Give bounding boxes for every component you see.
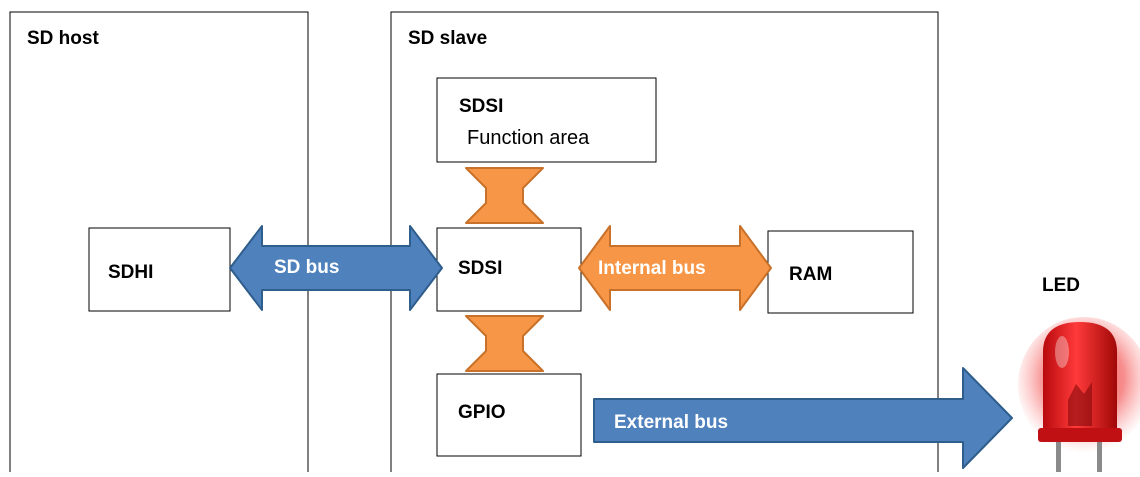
sdsi-function-box xyxy=(436,77,657,163)
internal-bus-arrow xyxy=(578,225,772,311)
sdsi-box xyxy=(436,227,582,312)
sdsi-label: SDSI xyxy=(458,258,503,279)
sd-bus-label: SD bus xyxy=(274,257,340,278)
sdhi-box xyxy=(88,227,231,312)
gpio-label: GPIO xyxy=(458,402,506,423)
sdsi-function-title: SDSI xyxy=(459,96,504,117)
sdsi-gpio-connector xyxy=(465,315,544,372)
external-bus-label: External bus xyxy=(614,412,729,433)
led-icon xyxy=(1018,317,1140,474)
led-label: LED xyxy=(1042,275,1080,296)
sdsi-function-subtitle: Function area xyxy=(467,127,590,149)
sd-host-title: SD host xyxy=(27,28,99,49)
sdhi-label: SDHI xyxy=(108,262,154,283)
function-sdsi-connector xyxy=(465,167,544,224)
internal-bus-label: Internal bus xyxy=(598,258,706,279)
ram-label: RAM xyxy=(789,264,833,285)
sd-slave-title: SD slave xyxy=(408,28,488,49)
ram-box xyxy=(767,230,914,314)
external-bus-arrow xyxy=(593,367,1013,469)
gpio-box xyxy=(436,373,582,457)
sd-bus-arrow xyxy=(229,225,443,311)
